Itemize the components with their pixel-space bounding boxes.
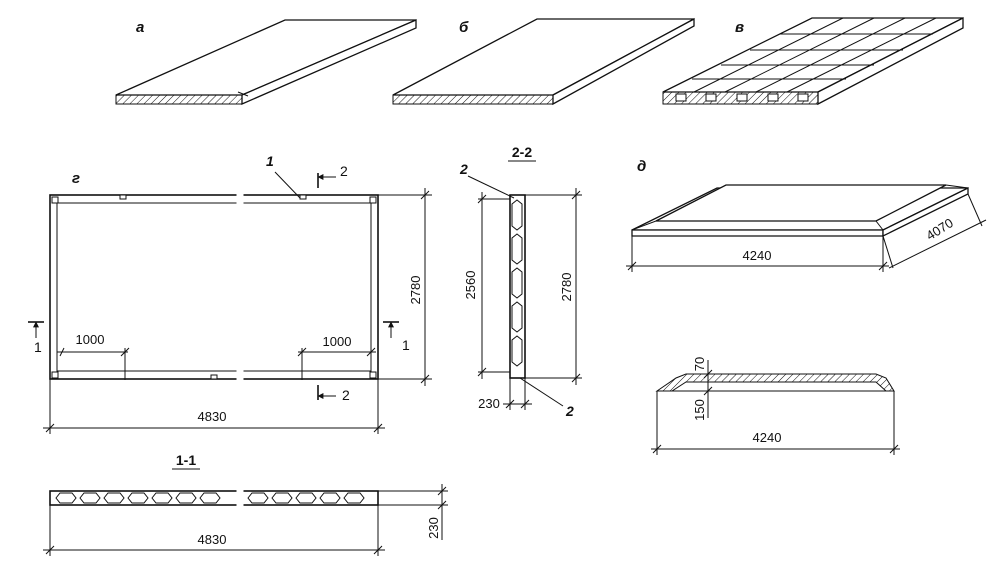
panel-v-ribbed-slab: в <box>662 16 964 106</box>
rib-grid <box>692 17 937 93</box>
label-d: д <box>637 158 646 175</box>
dim-iso-length: 4240 <box>743 248 772 263</box>
iso-view-d: д 4240 4070 <box>626 158 987 272</box>
dim-plan-length: 4830 <box>198 409 227 424</box>
dim-plan-height: 2780 <box>408 276 423 305</box>
label-g: г <box>72 170 80 187</box>
section-1-1-label: 1-1 <box>176 452 196 468</box>
dim-right-bay: 1000 <box>323 334 352 349</box>
dim-side-outer-height: 2780 <box>559 273 574 302</box>
label-a: а <box>136 19 144 36</box>
dim-section-thickness: 230 <box>426 517 441 539</box>
callout-1-label: 1 <box>266 153 274 169</box>
callout-2-top: 2 <box>459 161 468 177</box>
dim-side-thickness: 230 <box>478 396 500 411</box>
dim-profile-height: 150 <box>692 399 707 421</box>
callout-2-bottom: 2 <box>565 403 574 419</box>
dim-profile-length: 4240 <box>753 430 782 445</box>
plan-view-g: г 1 2 2 1 1 <box>28 153 432 434</box>
section-2-2: 2-2 2 2560 2780 230 2 <box>459 144 582 419</box>
vertical-voids <box>511 199 523 367</box>
panel-a-solid-slab: а <box>115 19 417 105</box>
section-1-1: 1-1 230 4830 <box>43 452 448 556</box>
section-voids <box>55 492 365 504</box>
dim-profile-rise: 70 <box>692 357 707 371</box>
label-b: б <box>459 19 469 36</box>
label-v: в <box>735 19 744 36</box>
dim-iso-width: 4070 <box>923 215 955 243</box>
cut-1-right: 1 <box>402 337 410 353</box>
section-2-2-label: 2-2 <box>512 144 532 160</box>
panel-b-thin-slab: б <box>392 17 695 106</box>
dim-section-length: 4830 <box>198 532 227 547</box>
cut-2-top: 2 <box>340 163 348 179</box>
dim-side-inner-height: 2560 <box>463 271 478 300</box>
cut-1-left: 1 <box>34 339 42 355</box>
profile-section: 70 150 4240 <box>651 357 900 455</box>
cut-2-bottom: 2 <box>342 387 350 403</box>
dim-left-bay: 1000 <box>76 332 105 347</box>
